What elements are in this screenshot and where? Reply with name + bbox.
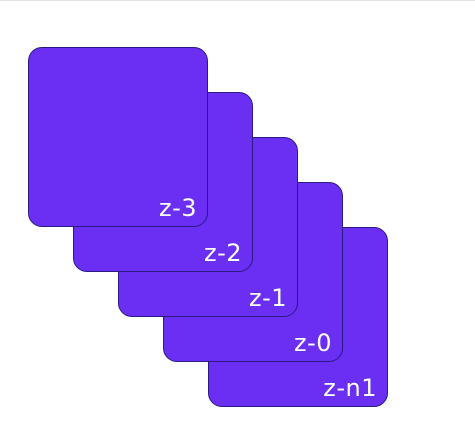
card-label: z-1 <box>248 284 287 312</box>
card-z-3: z-3 <box>28 47 208 227</box>
card-label: z-3 <box>158 194 197 222</box>
card-label: z-n1 <box>323 374 377 402</box>
card-label: z-0 <box>293 329 332 357</box>
card-label: z-2 <box>203 239 242 267</box>
